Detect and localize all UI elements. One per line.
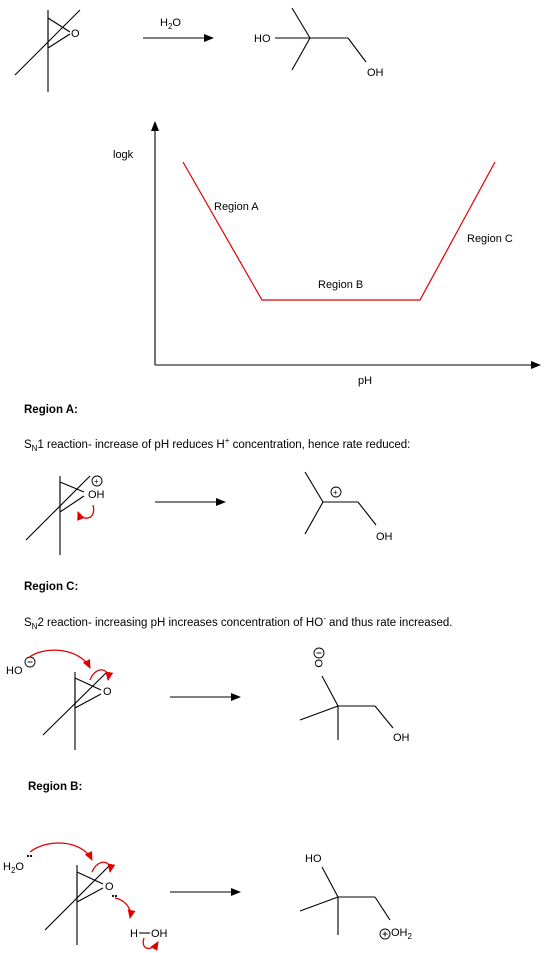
region-b-epoxide-oxygen: O xyxy=(105,881,114,893)
region-b-product-ho: HO xyxy=(305,853,322,865)
scheme1-oh-label: OH xyxy=(367,67,384,79)
region-c-product xyxy=(299,675,394,740)
region-b-epoxide xyxy=(44,864,111,945)
region-a-oh-label: OH xyxy=(88,489,105,501)
region-a-curved-arrow xyxy=(77,504,95,521)
region-a-annotation: Region A xyxy=(214,201,259,213)
y-axis-label: logk xyxy=(113,149,134,161)
region-b-ring-open-arrow xyxy=(91,861,116,873)
region-a-product-oh: OH xyxy=(376,531,393,543)
h-label: H xyxy=(130,928,138,940)
region-c-description: SN2 reaction- increasing pH increases co… xyxy=(24,614,452,631)
region-a-carbocation xyxy=(304,471,377,535)
x-axis-label: pH xyxy=(358,375,372,387)
water-lone-pair xyxy=(26,854,33,858)
region-c-attack-arrow xyxy=(27,649,91,669)
ph-rate-chart: logk pH Region A Region B Region C xyxy=(113,121,541,387)
hydroxide-charge xyxy=(24,656,36,668)
scheme1-epoxide xyxy=(14,9,81,92)
scheme1-epoxide-oxygen: O xyxy=(71,28,80,40)
region-c-heading: Region C: xyxy=(24,581,78,593)
region-c-ring-open-arrow xyxy=(89,669,114,681)
alkoxide-charge xyxy=(313,647,325,659)
region-b-product-oh2: OH2 xyxy=(391,927,413,941)
svg-text:+: + xyxy=(333,488,338,497)
epoxide-lone-pair xyxy=(111,894,118,898)
region-b-annotation: Region B xyxy=(318,279,363,291)
oxonium-charge: + xyxy=(91,475,103,487)
region-a-heading: Region A: xyxy=(24,404,78,416)
region-a-description: SN1 reaction- increase of pH reduces H+ … xyxy=(24,436,410,453)
region-c-product-oh: OH xyxy=(393,732,410,744)
water-label: H2O xyxy=(3,861,24,875)
scheme1-ho-label: HO xyxy=(254,33,271,45)
oxonium-product-charge xyxy=(379,928,391,940)
region-b-heading: Region B: xyxy=(28,781,82,793)
region-b-attack-arrow xyxy=(29,842,93,861)
rate-profile-line xyxy=(182,161,496,301)
oh-label: OH xyxy=(151,928,168,940)
region-b-water-arrow xyxy=(142,937,159,951)
region-b-proton-arrow xyxy=(114,897,136,919)
hydroxide-label: HO xyxy=(6,665,23,677)
scheme1-reagent-label: H2O xyxy=(160,17,181,31)
carbocation-charge: + xyxy=(330,486,342,498)
region-a-epoxide xyxy=(25,475,91,555)
scheme1-diol xyxy=(275,7,367,71)
svg-text:+: + xyxy=(94,477,99,486)
region-c-epoxide xyxy=(42,671,108,750)
region-c-product-o: O xyxy=(312,659,324,668)
region-c-annotation: Region C xyxy=(467,233,513,245)
region-c-epoxide-oxygen: O xyxy=(103,686,112,698)
region-b-product xyxy=(299,866,391,935)
